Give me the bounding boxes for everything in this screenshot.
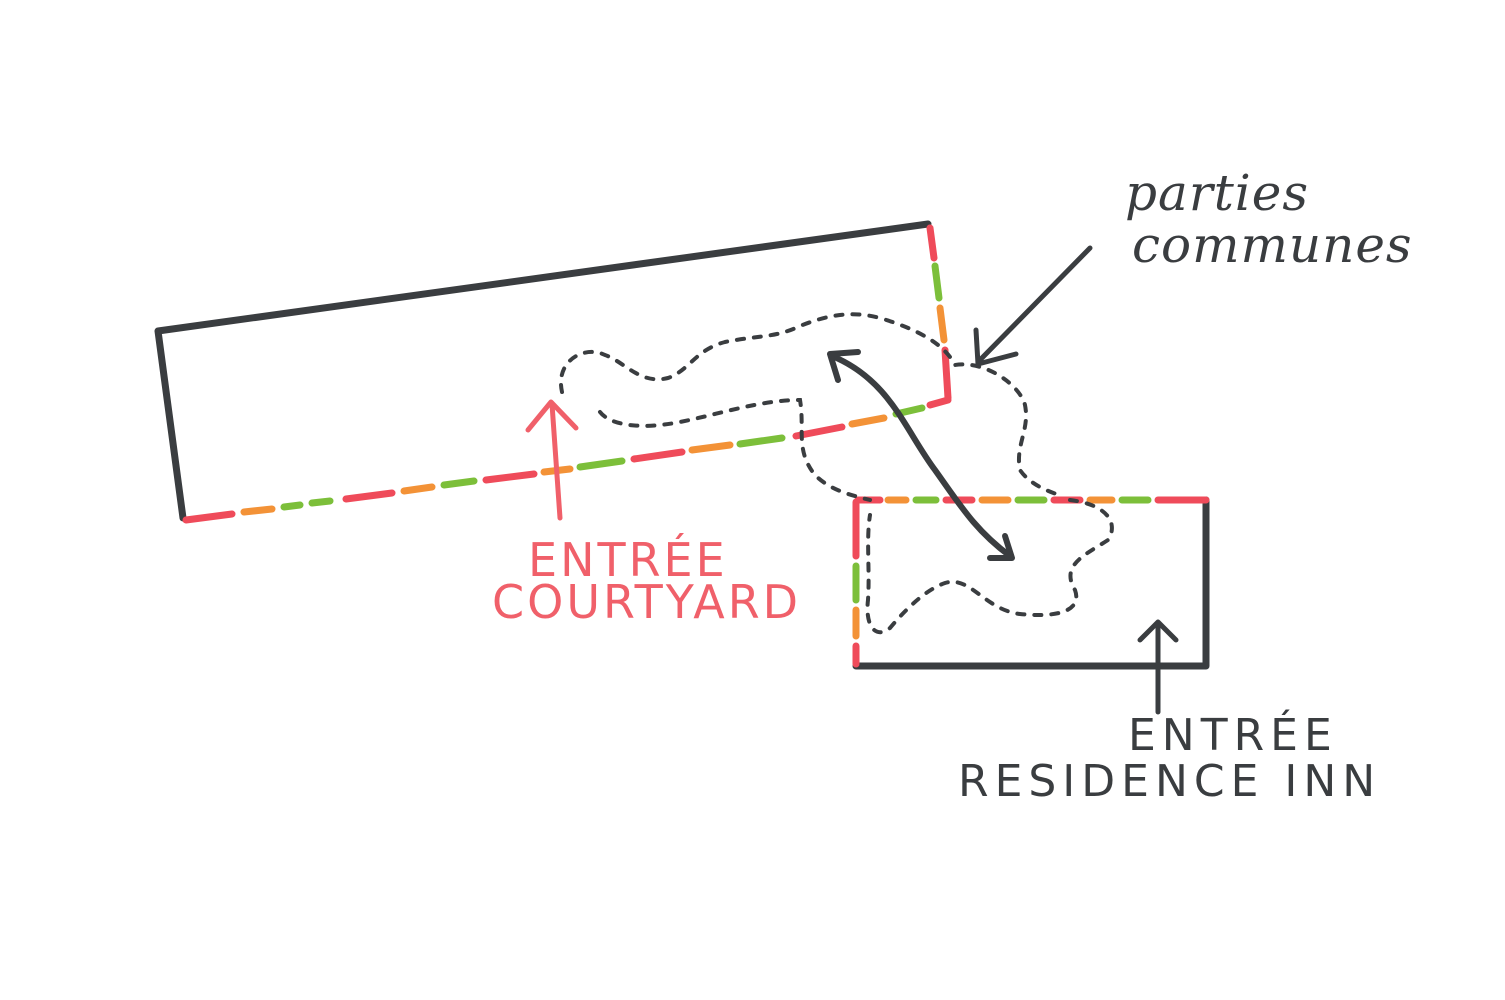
label-parties-line2: communes xyxy=(1132,216,1413,274)
label-entree-courtyard: ENTRÉE COURTYARD xyxy=(492,533,801,629)
residence-building xyxy=(852,496,1210,670)
parties-leader-head xyxy=(973,327,1019,367)
label-courtyard-line1: ENTRÉE xyxy=(528,533,728,587)
courtyard-building xyxy=(154,220,952,524)
parties-leader-arrow xyxy=(973,245,1093,367)
label-entree-residence: ENTRÉE RESIDENCE INN xyxy=(958,708,1381,807)
courtyard-facade-bottom xyxy=(182,404,926,524)
label-parties-communes: parties communes xyxy=(1125,164,1413,274)
connection-arrow-head-start xyxy=(827,349,861,383)
courtyard-entrance-arrow-line xyxy=(549,401,563,521)
common-area-lower xyxy=(598,397,872,502)
parties-leader-line xyxy=(975,245,1093,365)
label-parties-line1: parties xyxy=(1125,164,1309,222)
label-courtyard-line2: COURTYARD xyxy=(492,575,801,629)
courtyard-entrance-arrow-head xyxy=(525,399,579,433)
common-area-upper xyxy=(558,312,1064,498)
residence-entrance-arrow xyxy=(1137,619,1179,715)
label-residence-line2: RESIDENCE INN xyxy=(958,756,1381,807)
courtyard-facade-right xyxy=(926,224,952,409)
label-residence-line1: ENTRÉE xyxy=(1128,708,1338,761)
residence-building-outline xyxy=(852,496,1210,670)
connection-arrow-head-end xyxy=(987,533,1015,561)
connection-arrow xyxy=(827,349,1015,561)
courtyard-entrance-arrow xyxy=(525,399,579,521)
common-areas-cloud xyxy=(558,312,1114,635)
residence-entrance-arrow-head xyxy=(1137,619,1179,643)
connection-arrow-line xyxy=(829,353,1013,559)
courtyard-building-outline xyxy=(154,220,932,522)
common-area-inside xyxy=(865,498,1114,635)
